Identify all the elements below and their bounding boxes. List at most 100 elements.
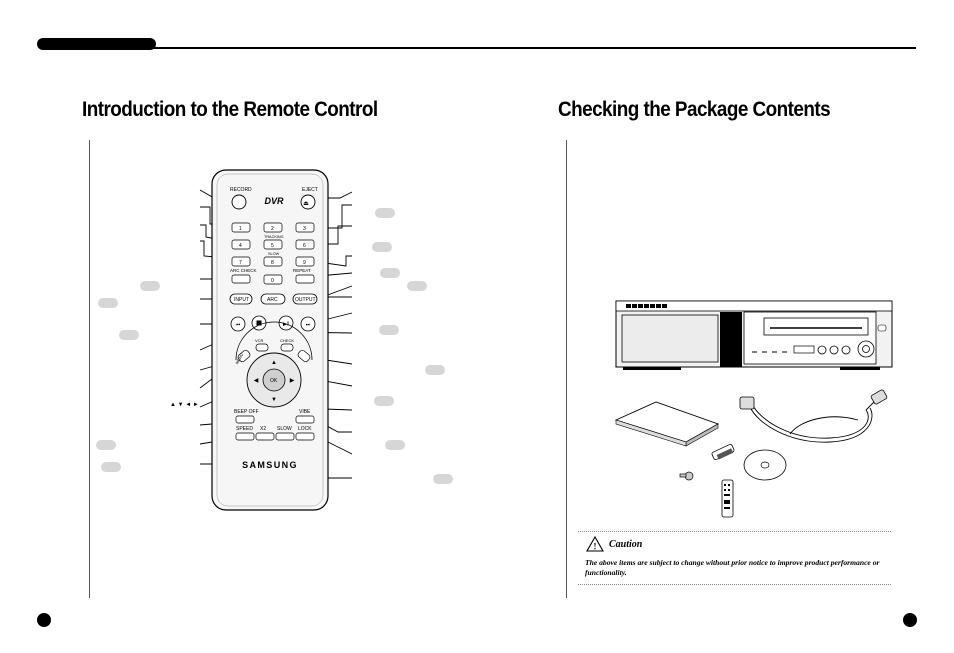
- dvr-logo: DVR: [264, 196, 284, 206]
- output-label: OUTPUT: [295, 297, 316, 303]
- digit-4-button[interactable]: [231, 239, 251, 250]
- digit-8-label: 8: [271, 260, 274, 266]
- digit-0-button[interactable]: [263, 274, 283, 285]
- input-button[interactable]: [229, 293, 253, 305]
- connector-illustration: [679, 471, 694, 481]
- digit-9-button[interactable]: [295, 256, 315, 267]
- header-rule: [150, 47, 916, 49]
- eject-label: EJECT: [302, 187, 318, 193]
- caution-box: [578, 531, 891, 585]
- digit-7-label: 7: [239, 260, 242, 266]
- arrow-up-icon: ▲: [271, 360, 277, 366]
- digit-6-label: 6: [303, 243, 306, 249]
- fast-forward-icon: ⏭: [306, 322, 311, 328]
- digit-0-label: 0: [271, 278, 274, 284]
- callout-pill: [374, 396, 394, 406]
- callout-pill: [433, 474, 453, 484]
- rewind-button[interactable]: [230, 316, 246, 332]
- arc-button[interactable]: [260, 293, 286, 305]
- power-cord-illustration: [749, 391, 885, 443]
- dvr-unit-illustration: [615, 300, 893, 370]
- arc-check-button[interactable]: [231, 274, 251, 284]
- right-section-title: Checking the Package Contents: [558, 98, 831, 121]
- stop-icon: [256, 320, 262, 326]
- play-pause-icon: ▶‖: [283, 322, 289, 328]
- rewind-icon: ⏮: [236, 322, 241, 328]
- lock-label: LOCK: [298, 426, 312, 432]
- digit-5-button[interactable]: [263, 239, 283, 250]
- page-marker-right: [903, 613, 917, 627]
- callout-pill: [140, 281, 160, 291]
- menu-label: MENU: [234, 352, 244, 365]
- callout-pill: [98, 298, 118, 308]
- beep-off-button[interactable]: [235, 415, 255, 424]
- output-button[interactable]: [292, 293, 318, 305]
- digit-2-label: 2: [271, 226, 274, 232]
- power-plug-icon: [870, 389, 888, 405]
- vcr-button[interactable]: [255, 343, 269, 352]
- caution-title: Caution: [609, 539, 643, 550]
- callout-pill: [372, 242, 392, 252]
- digit-2-button[interactable]: [263, 222, 283, 233]
- vcr-label: VCR: [255, 338, 264, 343]
- callout-pill: [375, 208, 395, 218]
- remote-control-illustration: RECORD EJECT ⏏ DVR 1 2 3 4 5 6 7 8 9 0 T…: [199, 169, 353, 511]
- callout-pill: [385, 440, 405, 450]
- check-extra-button[interactable]: [297, 349, 311, 363]
- digit-9-label: 9: [303, 260, 306, 266]
- batteries-illustration: [711, 443, 735, 461]
- callout-pill: [119, 330, 139, 340]
- digit-1-label: 1: [239, 226, 242, 232]
- eject-button[interactable]: [300, 194, 316, 210]
- right-column-rule: [566, 140, 567, 598]
- left-section-title: Introduction to the Remote Control: [82, 98, 378, 121]
- digit-1-button[interactable]: [231, 222, 251, 233]
- software-cd-illustration: [743, 449, 787, 481]
- arrow-right-icon: ▶: [290, 378, 295, 384]
- callout-pill: [101, 462, 121, 472]
- accessories-illustration: [614, 389, 888, 518]
- fast-forward-button[interactable]: [300, 316, 316, 332]
- user-manual-illustration: [614, 401, 720, 447]
- digit-5-label: 5: [271, 243, 274, 249]
- digit-8-button[interactable]: [263, 256, 283, 267]
- callout-pill: [425, 365, 445, 375]
- arrow-left-icon: ◀: [254, 378, 259, 384]
- digit-6-button[interactable]: [295, 239, 315, 250]
- vibe-button[interactable]: [295, 415, 315, 424]
- ok-label: OK: [270, 378, 278, 384]
- arrow-keys-label: ▲ ▼ ◄ ►: [170, 402, 199, 408]
- digit-3-label: 3: [303, 226, 306, 232]
- slow-mid-label: SLOW: [268, 252, 280, 256]
- samsung-brand: SAMSUNG: [242, 460, 298, 470]
- menu-button[interactable]: [237, 349, 251, 363]
- ok-button[interactable]: [262, 368, 286, 392]
- x2-button[interactable]: [255, 432, 275, 441]
- tracking-label: TRACKING: [264, 235, 284, 239]
- speed-button[interactable]: [235, 432, 255, 441]
- digit-3-button[interactable]: [295, 222, 315, 233]
- left-column-rule: [89, 140, 90, 598]
- arc-label: ARC: [267, 297, 278, 303]
- input-label: INPUT: [234, 297, 249, 303]
- repeat-button[interactable]: [295, 274, 315, 284]
- page-marker-left: [37, 613, 51, 627]
- digit-4-label: 4: [239, 243, 242, 249]
- warning-triangle-icon: !: [586, 536, 604, 552]
- play-pause-button[interactable]: [278, 315, 294, 331]
- speed-label: SPEED: [236, 426, 253, 432]
- caution-text: The above items are subject to change wi…: [585, 558, 880, 577]
- callout-pill: [379, 325, 399, 335]
- callout-pill: [407, 281, 427, 291]
- header-tab: [37, 38, 156, 50]
- arc-check-label: ARC CHECK: [230, 268, 257, 273]
- slow-button[interactable]: [275, 432, 295, 441]
- record-button[interactable]: [231, 194, 247, 210]
- digit-7-button[interactable]: [231, 256, 251, 267]
- power-plug-icon: [739, 396, 755, 410]
- lock-button[interactable]: [295, 432, 315, 441]
- check-button[interactable]: [280, 343, 294, 352]
- repeat-label: REPEAT: [293, 268, 311, 273]
- check-label: CHECK: [280, 338, 294, 343]
- record-label: RECORD: [230, 187, 252, 193]
